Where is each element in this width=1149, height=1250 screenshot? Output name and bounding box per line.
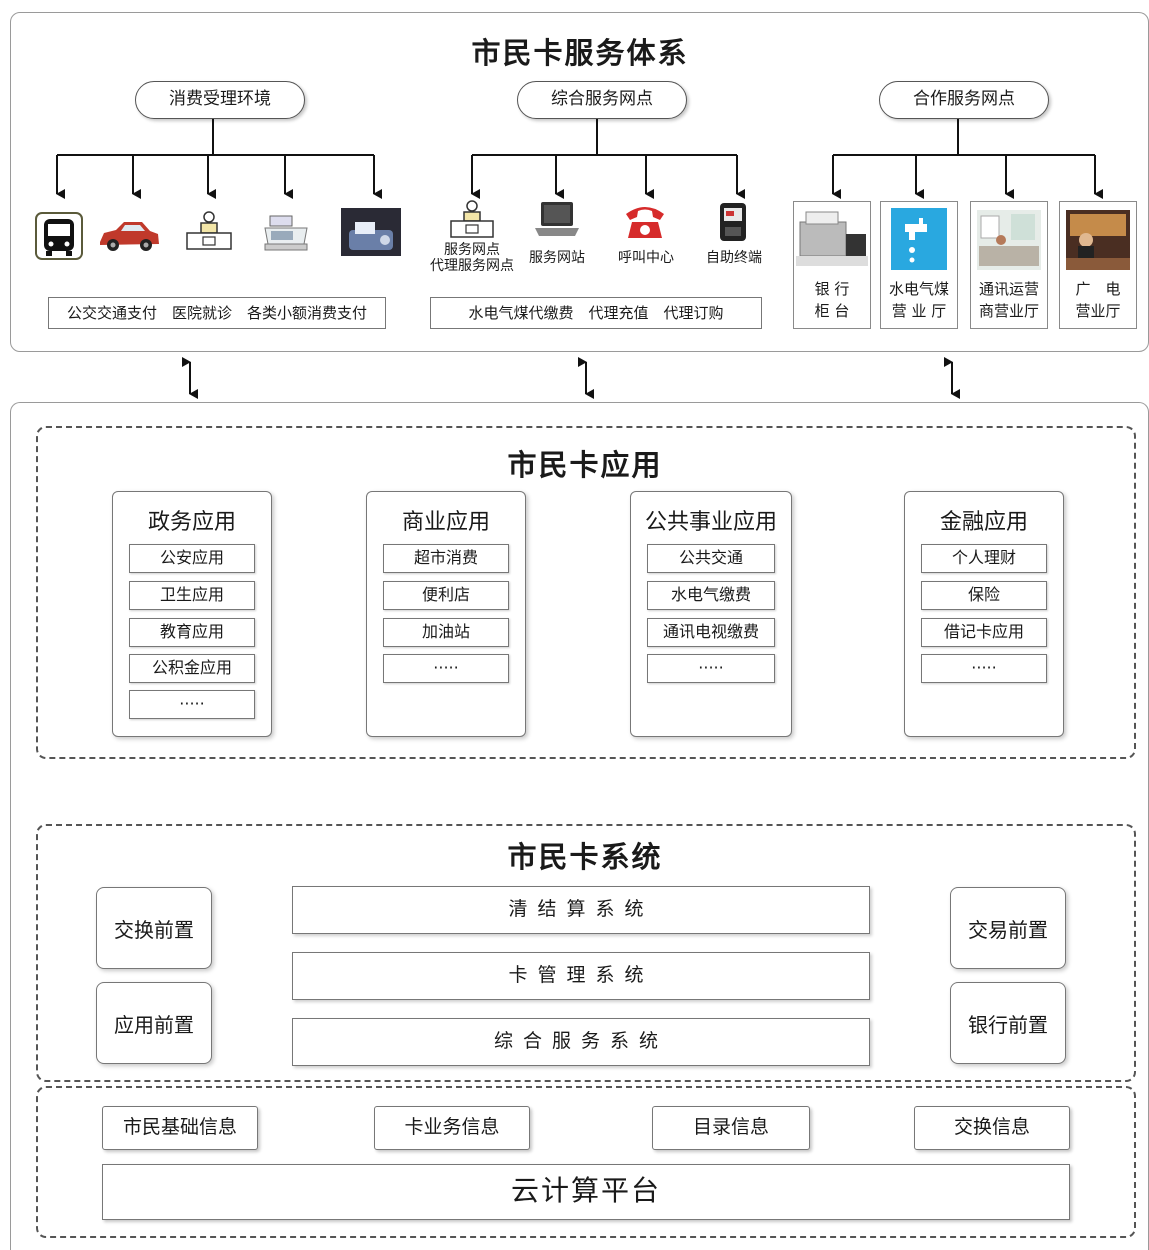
card-management-bar: 卡管理系统 [292,952,870,1000]
app-item: 加油站 [383,618,509,647]
counter-photo-icon [1066,210,1130,270]
applications-region [36,426,1136,759]
catalog-info-box: 目录信息 [652,1106,810,1150]
card-business-info-box: 卡业务信息 [374,1106,530,1150]
public-utility-apps-column: 公共事业应用 公共交通 水电气缴费 通讯电视缴费 ····· [630,491,792,737]
service-system-panel [10,12,1149,352]
office-photo-icon [977,210,1041,270]
app-item: 个人理财 [921,544,1047,573]
consumption-env-pill: 消费受理环境 [135,81,305,119]
partner-label: 广 电 营业厅 [1075,280,1121,320]
bus-icon [35,212,83,260]
app-item: ····· [921,654,1047,683]
app-item: 超市消费 [383,544,509,573]
app-item: 保险 [921,581,1047,610]
self-service-label: 自助终端 [706,250,762,266]
gov-apps-column: 政务应用 公安应用 卫生应用 教育应用 公积金应用 ····· [112,491,272,737]
partner-label: 银 行 柜 台 [814,280,850,320]
app-item: 卫生应用 [129,581,255,610]
partner-label: 水电气煤 营 业 厅 [888,280,949,320]
transaction-frontend-box: 交易前置 [950,887,1066,969]
cash-register-icon [262,214,310,252]
finance-apps-column: 金融应用 个人理财 保险 借记卡应用 ····· [904,491,1064,737]
card-reader-icon [341,208,401,256]
partner-telecom-hall: 通讯运营 商营业厅 [970,201,1048,329]
partner-label: 通讯运营 商营业厅 [978,280,1039,320]
app-item: 公共交通 [647,544,775,573]
service-point-icon [448,200,496,240]
app-item: 教育应用 [129,618,255,647]
service-system-title: 市民卡服务体系 [471,36,689,70]
integrated-service-bar: 综合服务系统 [292,1018,870,1066]
laptop-icon [534,200,580,238]
app-item: 借记卡应用 [921,618,1047,647]
card-system-title: 市民卡系统 [507,840,663,874]
app-column-title: 商业应用 [401,510,490,535]
printer-icon [796,211,868,266]
citizen-info-box: 市民基础信息 [102,1106,258,1150]
service-point-label: 服务网点 代理服务网点 [430,242,514,274]
agency-services-box: 水电气煤代缴费 代理充值 代理订购 [430,297,762,329]
cloud-platform-bar: 云计算平台 [102,1164,1070,1220]
partner-utility-hall: 水电气煤 营 业 厅 [880,201,958,329]
call-center-label: 呼叫中心 [618,250,674,266]
app-column-title: 政务应用 [147,510,236,535]
app-item: 便利店 [383,581,509,610]
service-site-label: 服务网站 [529,250,585,266]
app-item: ····· [383,654,509,683]
kiosk-icon [717,202,749,242]
commerce-apps-column: 商业应用 超市消费 便利店 加油站 ····· [366,491,526,737]
app-item: 公安应用 [129,544,255,573]
exchange-info-box: 交换信息 [914,1106,1070,1150]
partner-bank-counter: 银 行 柜 台 [793,201,871,329]
consumption-scenarios-box: 公交交通支付 医院就诊 各类小额消费支付 [48,297,386,329]
application-frontend-box: 应用前置 [96,982,212,1064]
partner-broadcast-hall: 广 电 营业厅 [1059,201,1137,329]
service-point-pill: 综合服务网点 [517,81,687,119]
bank-frontend-box: 银行前置 [950,982,1066,1064]
app-item: ····· [647,654,775,683]
phone-icon [622,200,668,240]
car-icon [96,218,162,254]
faucet-icon [891,208,947,270]
card-system-region [36,824,1136,1082]
applications-title: 市民卡应用 [507,448,663,482]
app-item: 公积金应用 [129,654,255,683]
partner-point-pill: 合作服务网点 [879,81,1049,119]
app-column-title: 公共事业应用 [644,510,777,535]
app-item: 水电气缴费 [647,581,775,610]
app-item: ····· [129,690,255,719]
exchange-frontend-box: 交换前置 [96,887,212,969]
app-column-title: 金融应用 [939,510,1028,535]
counter-icon [184,210,234,252]
platform-region [36,1086,1136,1238]
app-item: 通讯电视缴费 [647,618,775,647]
clearing-system-bar: 清结算系统 [292,886,870,934]
